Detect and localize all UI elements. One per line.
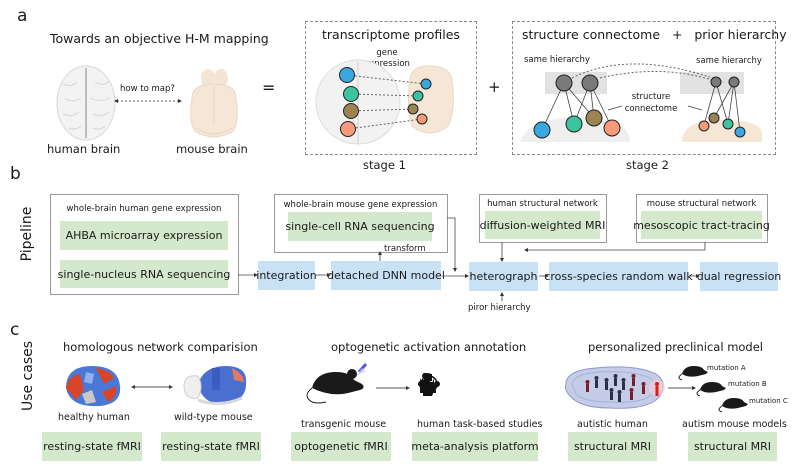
step-dual-regression: dual regression [697,262,781,291]
mouse-expression-title: whole-brain mouse gene expression [283,200,438,210]
mutation-b-mouse-icon [696,382,726,397]
step-random-walk: cross-species random walk [544,262,693,291]
case3-right-method: structural MRI [688,432,777,461]
plus-sign: + [488,78,501,96]
case3-title: personalized preclinical model [588,340,763,354]
mutation-b-label: mutation B [728,380,767,388]
case1-title: homologous network comparision [63,340,258,354]
stage2-hierarchy-illustration [520,63,762,142]
bidirectional-arrow-case1 [131,385,173,389]
same-hierarchy-right: same hierarchy [696,56,762,66]
mouse-brain-label: mouse brain [176,142,248,156]
step-heterograph: heterograph [469,262,538,291]
gene-expression-line1: gene [376,48,398,58]
ahba-microarray-box: AHBA microarray expression [60,221,228,250]
human-cortex-network-map [66,366,121,407]
diffusion-mri-box: diffusion-weighted MRI [480,211,605,239]
single-nucleus-rna-box: single-nucleus RNA sequencing [58,260,230,288]
human-brain-label: human brain [47,142,121,156]
panel-b-letter: b [10,164,21,184]
stage2-caption: stage 2 [626,158,669,172]
prior-hierarchy-label: piror hierarchy [468,303,531,313]
case2-title: optogenetic activation annotation [331,340,527,354]
mutation-a-label: mutation A [707,364,746,372]
gene-expression-label: gene expression [362,48,412,70]
single-cell-rna-box: single-cell RNA sequencing [285,212,435,241]
use-cases-row-label: Use cases [20,340,36,412]
panel-c-letter: c [10,320,20,340]
case3-left-label: autistic human [577,419,648,430]
panel-a-letter: a [17,6,28,26]
mouse-structural-title: mouse structural network [646,199,757,209]
human-brain-illustration [56,65,116,141]
mutation-a-mouse-icon [678,366,708,381]
case3-right-label: autism mouse models [682,419,787,430]
connectome-line2: connectome [624,104,678,114]
tract-tracing-box: mesoscopic tract-tracing [633,211,770,239]
mouse-cortex-network-map [183,366,247,405]
case2-left-method: optogenetic fMRI [291,432,391,461]
case2-right-method: meta-analysis platform [411,432,539,461]
structure-connectome-label: structure connectome [616,91,686,115]
mutation-c-label: mutation C [749,397,788,405]
stage1-box [305,21,477,155]
transform-label: transform [384,244,426,254]
mutation-c-mouse-icon [718,398,748,413]
same-hierarchy-left: same hierarchy [524,55,590,65]
stage2-title: structure connectome + prior hierarchy [522,27,787,42]
transgenic-mouse-icon [306,363,368,404]
stage2-box [512,21,776,155]
case1-right-label: wild-type mouse [174,412,253,423]
stage1-title: transcriptome profiles [322,27,460,42]
step-integration: integration [256,261,317,290]
case1-left-method: resting-state fMRI [42,432,142,461]
case3-left-method: structural MRI [568,432,657,461]
case1-left-label: healthy human [58,412,130,423]
bidirectional-dashed-arrow [114,99,182,103]
case2-left-label: transgenic mouse [301,419,387,430]
autistic-population-illustration [565,366,665,409]
connectome-line1: structure [631,92,671,102]
stressed-person-icon [420,372,434,396]
arrow-case2 [376,386,410,390]
stage1-mapping-illustration [315,59,454,145]
stage1-caption: stage 1 [363,158,406,172]
panel-a-title: Towards an objective H-M mapping [50,31,269,46]
mouse-brain-illustration [190,69,238,138]
case2-right-label: human task-based studies [417,419,543,430]
how-to-map-label: how to map? [120,84,175,94]
equals-sign: = [262,78,276,97]
human-structural-title: human structural network [487,199,598,209]
case1-right-method: resting-state fMRI [161,432,261,461]
gene-expression-line2: expression [364,59,410,69]
arrow-case3 [668,386,696,390]
human-expression-title: whole-brain human gene expression [66,204,222,214]
step-detached-dnn: detached DNN model [327,261,445,290]
